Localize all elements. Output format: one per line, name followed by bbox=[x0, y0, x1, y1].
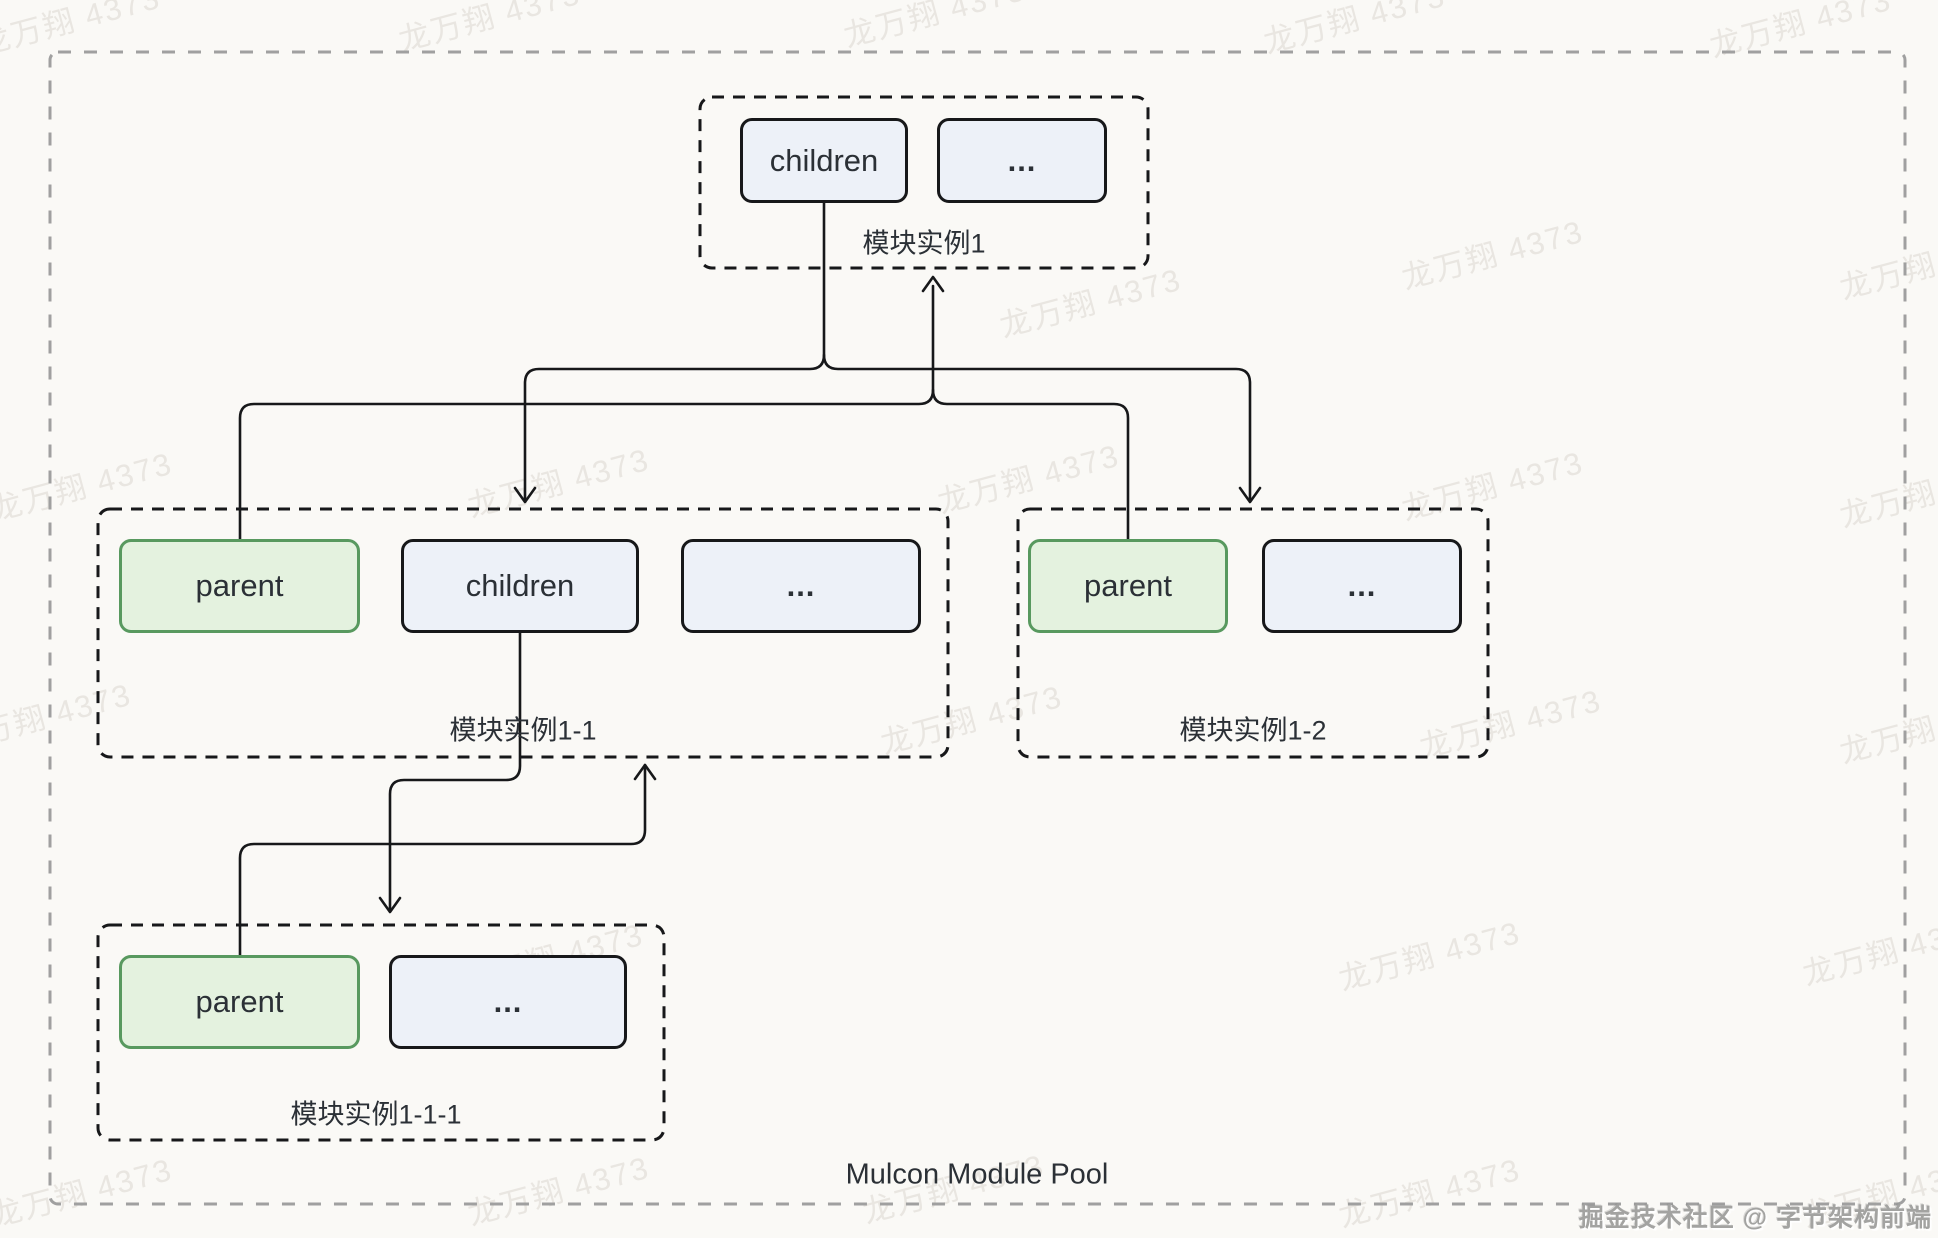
attribution-watermark: 掘金技术社区 @ 字节架构前端 bbox=[1578, 1204, 1932, 1232]
m1-1-children-label: children bbox=[465, 568, 575, 603]
connector-children1-to-m1-1 bbox=[523, 201, 826, 503]
m1-1-1-parent-box: parent bbox=[119, 955, 360, 1049]
arrowhead-up-m1 bbox=[921, 275, 945, 293]
m1-1-1-parent-label: parent bbox=[195, 984, 284, 1019]
connector-children1-to-m1-2 bbox=[822, 353, 1252, 503]
m1-2-parent-label: parent bbox=[1084, 568, 1172, 603]
m1-dots-box: ... bbox=[937, 118, 1107, 203]
arrowhead-up-m1-1 bbox=[633, 763, 657, 781]
m1-children-box: children bbox=[740, 118, 908, 203]
m1-1-dots-label: ... bbox=[786, 568, 816, 603]
m1-1-parent-label: parent bbox=[195, 568, 284, 603]
m1-1-1-dots-label: ... bbox=[493, 984, 523, 1019]
arrowhead-down-m1-1 bbox=[513, 486, 537, 504]
connector-parent1-1-to-m1 bbox=[238, 284, 935, 541]
connector-parent1-1-1-to-m1-1 bbox=[238, 763, 647, 957]
m1-dots-label: ... bbox=[1007, 142, 1037, 178]
module-instance-1-border bbox=[698, 95, 1150, 270]
m1-1-parent-box: parent bbox=[119, 539, 360, 633]
module-instance-1-1-border bbox=[96, 507, 950, 759]
m1-2-label: 模块实例1-2 bbox=[1179, 715, 1327, 746]
m1-2-dots-label: ... bbox=[1347, 568, 1377, 603]
connector-parent1-2-to-m1 bbox=[931, 388, 1130, 541]
m1-2-parent-box: parent bbox=[1028, 539, 1228, 633]
m1-1-dots-box: ... bbox=[681, 539, 921, 633]
m1-1-children-box: children bbox=[401, 539, 639, 633]
arrowhead-down-m1-1-1 bbox=[378, 896, 402, 914]
module-instance-1-1-1-border bbox=[96, 923, 666, 1142]
m1-1-1-dots-box: ... bbox=[389, 955, 627, 1049]
m1-2-dots-box: ... bbox=[1262, 539, 1462, 633]
module-pool-border bbox=[48, 50, 1907, 1206]
pool-title: Mulcon Module Pool bbox=[845, 1158, 1109, 1191]
connector-children1-1-to-m1-1-1 bbox=[388, 631, 522, 913]
m1-children-label: children bbox=[769, 142, 879, 178]
m1-label: 模块实例1 bbox=[862, 228, 986, 259]
module-instance-1-2-border bbox=[1016, 507, 1490, 759]
m1-1-1-label: 模块实例1-1-1 bbox=[290, 1099, 462, 1130]
m1-1-label: 模块实例1-1 bbox=[449, 715, 597, 746]
arrowhead-down-m1-2 bbox=[1238, 486, 1262, 504]
